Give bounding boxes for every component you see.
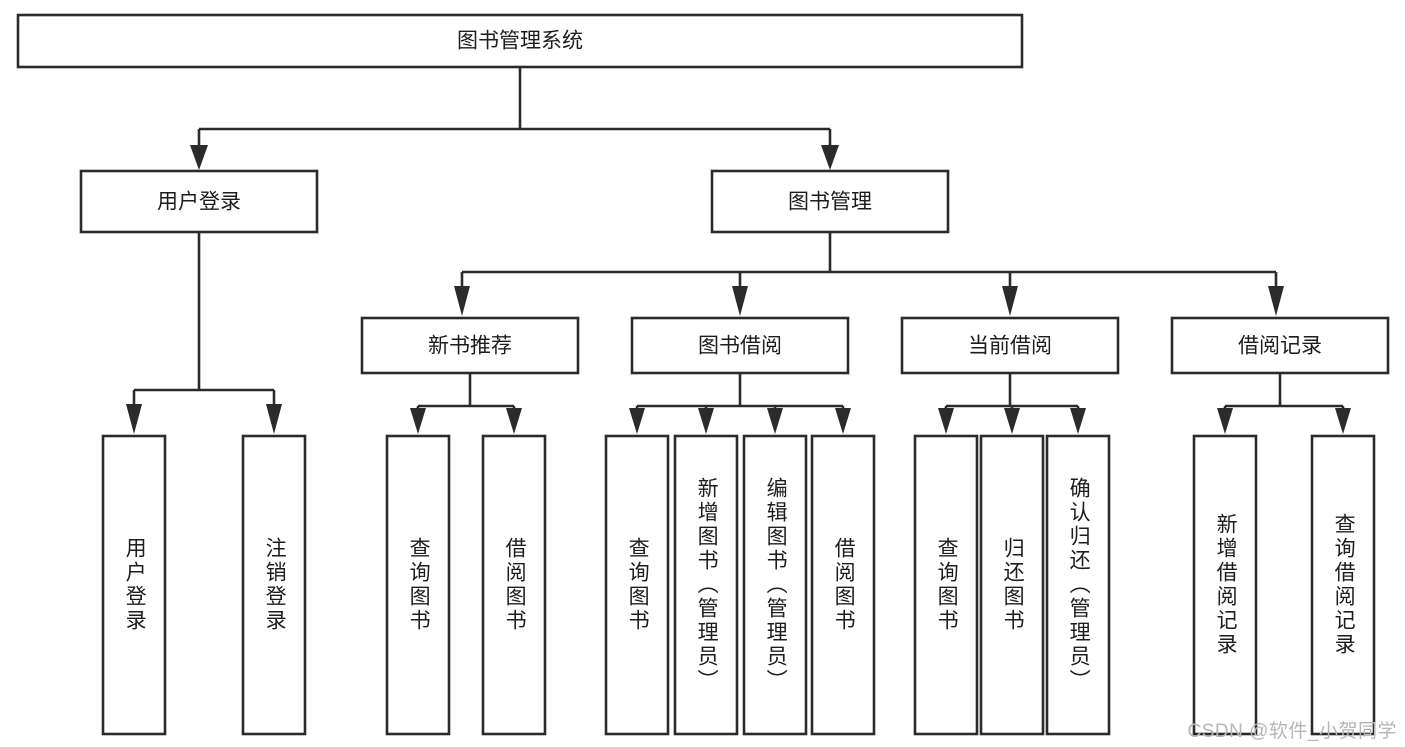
leaf-box-new-book-recommend-0[interactable] (385, 434, 451, 736)
node-current-borrow-box[interactable] (900, 316, 1120, 375)
leaf-box-current-borrow-2[interactable] (1045, 434, 1111, 736)
leaf-box-book-borrow-2[interactable] (742, 434, 808, 736)
leaf-box-book-borrow-1[interactable] (673, 434, 739, 736)
node-book-borrow-box[interactable] (630, 316, 850, 375)
node-user-login-label: 用户登录 (157, 191, 241, 214)
node-new-book-recommend-label: 新书推荐 (428, 335, 512, 358)
arrowhead-new-book-recommend (454, 286, 470, 316)
leaf-box-borrow-record-1[interactable] (1310, 434, 1376, 736)
csdn-watermark: CSDN @软件_小贺同学 (1187, 721, 1397, 742)
arrowhead-cb-leaf1 (938, 408, 954, 434)
arrowhead-user-login-leaf1 (126, 404, 142, 434)
leaf-box-user-login-1[interactable] (241, 434, 307, 736)
arrowhead-bb-leaf1 (629, 408, 645, 434)
node-book-borrow-label: 图书借阅 (698, 335, 782, 358)
node-current-borrow-label: 当前借阅 (968, 335, 1052, 358)
node-new-book-recommend-box[interactable] (360, 316, 580, 375)
arrowhead-current-borrow (1002, 286, 1018, 316)
leaf-box-user-login-0[interactable] (101, 434, 167, 736)
arrowhead-cb-leaf2 (1004, 408, 1020, 434)
leaf-box-current-borrow-0[interactable] (913, 434, 979, 736)
node-borrow-record-label: 借阅记录 (1238, 335, 1322, 358)
leaf-box-book-borrow-3[interactable] (810, 434, 876, 736)
node-root-box[interactable] (16, 13, 1024, 69)
leaf-box-new-book-recommend-1[interactable] (481, 434, 547, 736)
node-borrow-record-box[interactable] (1170, 316, 1390, 375)
arrowhead-nbr-leaf2 (506, 408, 522, 434)
leaf-box-borrow-record-0[interactable] (1192, 434, 1258, 736)
node-root-label: 图书管理系统 (457, 30, 583, 53)
arrowhead-user-login (190, 145, 208, 170)
arrowhead-br-leaf1 (1217, 408, 1233, 434)
arrowhead-bb-leaf4 (835, 408, 851, 434)
arrowhead-book-borrow (732, 286, 748, 316)
arrowhead-borrow-record (1268, 286, 1284, 316)
arrowhead-br-leaf2 (1335, 408, 1351, 434)
arrowhead-book-manage (821, 145, 839, 170)
node-book-manage-box[interactable] (710, 169, 950, 234)
arrowhead-bb-leaf2 (698, 408, 714, 434)
node-book-manage-label: 图书管理 (788, 191, 872, 214)
leaf-box-book-borrow-0[interactable] (604, 434, 670, 736)
arrowhead-bb-leaf3 (767, 408, 783, 434)
arrowhead-cb-leaf3 (1070, 408, 1086, 434)
arrowhead-nbr-leaf1 (410, 408, 426, 434)
arrowhead-user-login-leaf2 (266, 404, 282, 434)
leaf-box-current-borrow-1[interactable] (979, 434, 1045, 736)
